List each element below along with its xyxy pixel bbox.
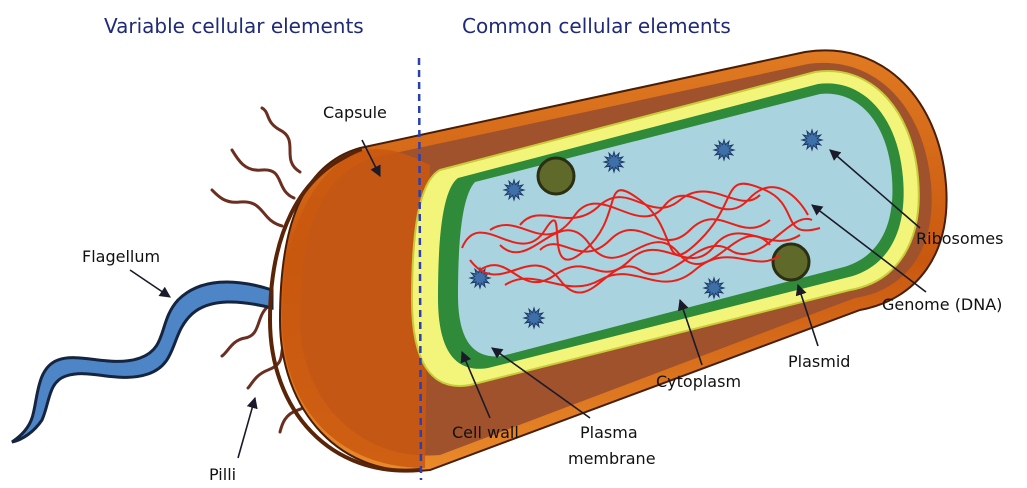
pilus bbox=[222, 305, 270, 356]
label-plasmid: Plasmid bbox=[788, 352, 850, 371]
arrow-pilli bbox=[238, 398, 255, 458]
label-plasma-membrane-line2: membrane bbox=[568, 449, 656, 468]
plasmid bbox=[538, 158, 574, 194]
flagellum bbox=[12, 282, 272, 442]
label-cell-wall: Cell wall bbox=[452, 423, 519, 442]
label-cytoplasm: Cytoplasm bbox=[656, 372, 741, 391]
label-flagellum: Flagellum bbox=[82, 247, 160, 266]
label-ribosomes: Ribosomes bbox=[916, 229, 1003, 248]
pilus bbox=[262, 108, 300, 172]
label-plasma-membrane-line1: Plasma bbox=[580, 423, 638, 442]
label-pilli: Pilli bbox=[209, 465, 236, 484]
pilus bbox=[212, 190, 282, 226]
pilus bbox=[232, 150, 294, 198]
label-capsule: Capsule bbox=[323, 103, 387, 122]
plasmid bbox=[773, 244, 809, 280]
arrow-flagellum bbox=[130, 270, 170, 297]
label-genome: Genome (DNA) bbox=[882, 295, 1002, 314]
